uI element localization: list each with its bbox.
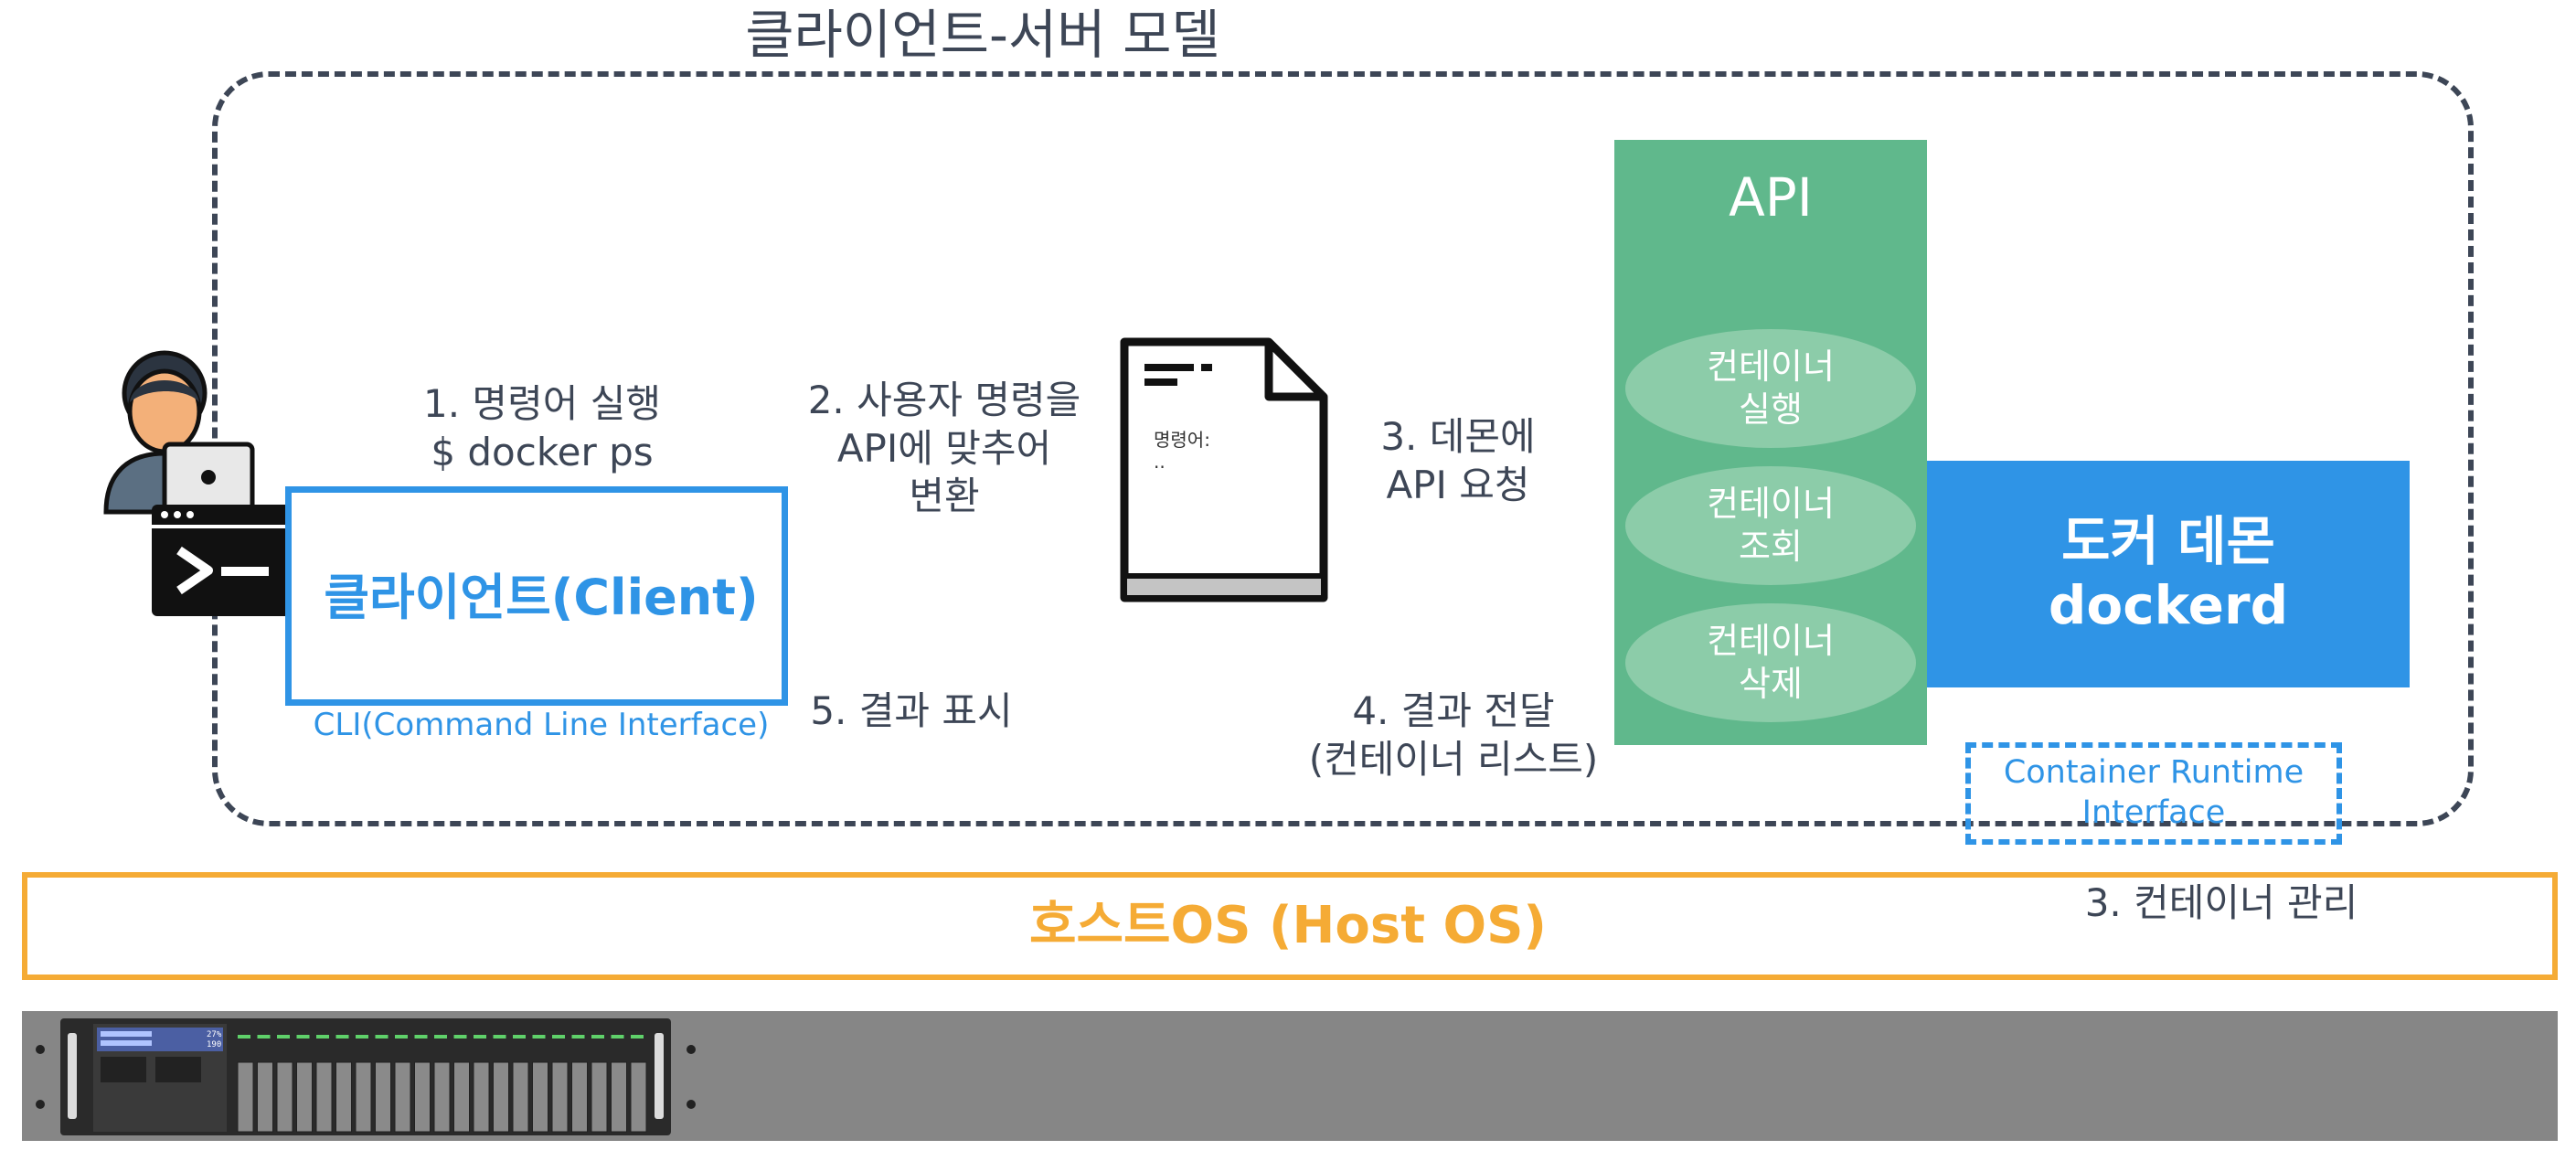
drive-bay xyxy=(315,1061,333,1133)
client-box xyxy=(285,486,788,706)
user-laptop-icon xyxy=(103,350,255,515)
drive-bay-led xyxy=(277,1035,290,1039)
client-label: 클라이언트(Client) xyxy=(324,569,759,626)
drive-bay-led xyxy=(375,1035,389,1039)
drive-bay xyxy=(394,1061,411,1133)
daemon-label-line1: 도커 데몬 xyxy=(2061,510,2275,573)
document-text-line1: 명령어: xyxy=(1154,429,1210,451)
api-op-list-line2: 조회 xyxy=(1739,527,1803,567)
document-icon: 명령어: .. xyxy=(1120,337,1328,602)
drive-bay xyxy=(532,1061,548,1133)
step-2-line2: API에 맞추어 xyxy=(836,425,1052,471)
drive-bay xyxy=(591,1061,608,1133)
daemon-label-line2: dockerd xyxy=(2048,574,2289,636)
drive-bay-led xyxy=(631,1035,644,1039)
docker-daemon-box: 도커 데몬 dockerd xyxy=(1927,461,2410,687)
drive-bay-led xyxy=(257,1035,271,1039)
step-4-line1: 4. 결과 전달 xyxy=(1352,688,1555,733)
step-2-line1: 2. 사용자 명령을 xyxy=(807,378,1081,422)
drive-bay xyxy=(335,1061,352,1133)
step-2-line3: 변환 xyxy=(909,474,980,518)
drive-bay-led xyxy=(395,1035,408,1039)
drive-bay xyxy=(453,1061,470,1133)
drive-bay xyxy=(512,1061,529,1133)
host-os-label: 호스트OS (Host OS) xyxy=(1028,896,1548,955)
drive-bay-led xyxy=(591,1035,604,1039)
terminal-icon xyxy=(152,505,291,616)
drive-bay xyxy=(630,1061,647,1133)
cli-caption: CLI(Command Line Interface) xyxy=(313,707,770,743)
drive-bay-led xyxy=(335,1035,349,1039)
drive-bay xyxy=(355,1061,372,1133)
step-3-line1: 3. 데몬에 xyxy=(1380,414,1536,459)
drive-bay-led xyxy=(296,1035,310,1039)
cri-line2: Interface xyxy=(2081,794,2226,831)
step-3-line2: API 요청 xyxy=(1386,462,1530,507)
drive-bay-led xyxy=(414,1035,428,1039)
step-4-line2: (컨테이너 리스트) xyxy=(1308,736,1599,782)
drive-bay-led xyxy=(453,1035,467,1039)
drive-bay xyxy=(375,1061,391,1133)
step-4-return-result: 4. 결과 전달 (컨테이너 리스트) xyxy=(1261,687,1645,783)
drive-bay xyxy=(551,1061,569,1133)
drive-bay xyxy=(257,1061,273,1133)
drive-bay xyxy=(493,1061,509,1133)
api-op-delete-line1: 컨테이너 xyxy=(1707,620,1835,661)
drive-bay-led xyxy=(532,1035,546,1039)
api-title: API xyxy=(1729,166,1813,229)
drive-bay-led xyxy=(552,1035,565,1039)
api-op-run-line1: 컨테이너 xyxy=(1707,346,1835,387)
diagram-title: 클라이언트-서버 모델 xyxy=(745,4,1220,66)
step-1-run-command: 1. 명령어 실행 $ docker ps xyxy=(359,380,725,476)
host-os-box xyxy=(22,872,2558,980)
step-2-convert-command: 2. 사용자 명령을 API에 맞추어 변환 xyxy=(771,377,1118,521)
drive-bay xyxy=(237,1061,254,1133)
step-3-api-request: 3. 데몬에 API 요청 xyxy=(1325,413,1591,509)
step-3-container-management: 3. 컨테이너 관리 xyxy=(2084,880,2358,925)
drive-bay-led xyxy=(238,1035,250,1039)
container-runtime-interface-box: Container Runtime Interface xyxy=(1965,742,2342,845)
drive-bay-led xyxy=(356,1035,368,1039)
drive-bay xyxy=(473,1061,490,1133)
server-rack-icon: 27% 190 xyxy=(36,1018,696,1135)
drive-bay-led xyxy=(513,1035,526,1039)
drive-bay xyxy=(296,1061,313,1133)
document-text-line2: .. xyxy=(1154,451,1166,473)
rack-display-line1: 27% xyxy=(207,1030,222,1039)
api-op-delete-line2: 삭제 xyxy=(1739,664,1803,704)
drive-bay-led xyxy=(611,1035,624,1039)
step-1-line1: 1. 명령어 실행 xyxy=(423,381,661,426)
drive-bay xyxy=(433,1061,451,1133)
drive-bay-led xyxy=(474,1035,486,1039)
rack-display-line2: 190 xyxy=(207,1040,221,1049)
drive-bay xyxy=(414,1061,431,1133)
drive-bay-led xyxy=(493,1035,506,1039)
step-1-line2: $ docker ps xyxy=(431,429,654,474)
drive-bay-led xyxy=(434,1035,447,1039)
step-5-show-result: 5. 결과 표시 xyxy=(810,688,1013,733)
drive-bay-led xyxy=(571,1035,585,1039)
cri-line1: Container Runtime xyxy=(2003,754,2305,792)
api-op-list-line1: 컨테이너 xyxy=(1707,483,1835,524)
drive-bay-led xyxy=(316,1035,329,1039)
drive-bay xyxy=(611,1061,627,1133)
api-op-run-line2: 실행 xyxy=(1739,389,1803,430)
drive-bay xyxy=(276,1061,293,1133)
drive-bay xyxy=(571,1061,588,1133)
